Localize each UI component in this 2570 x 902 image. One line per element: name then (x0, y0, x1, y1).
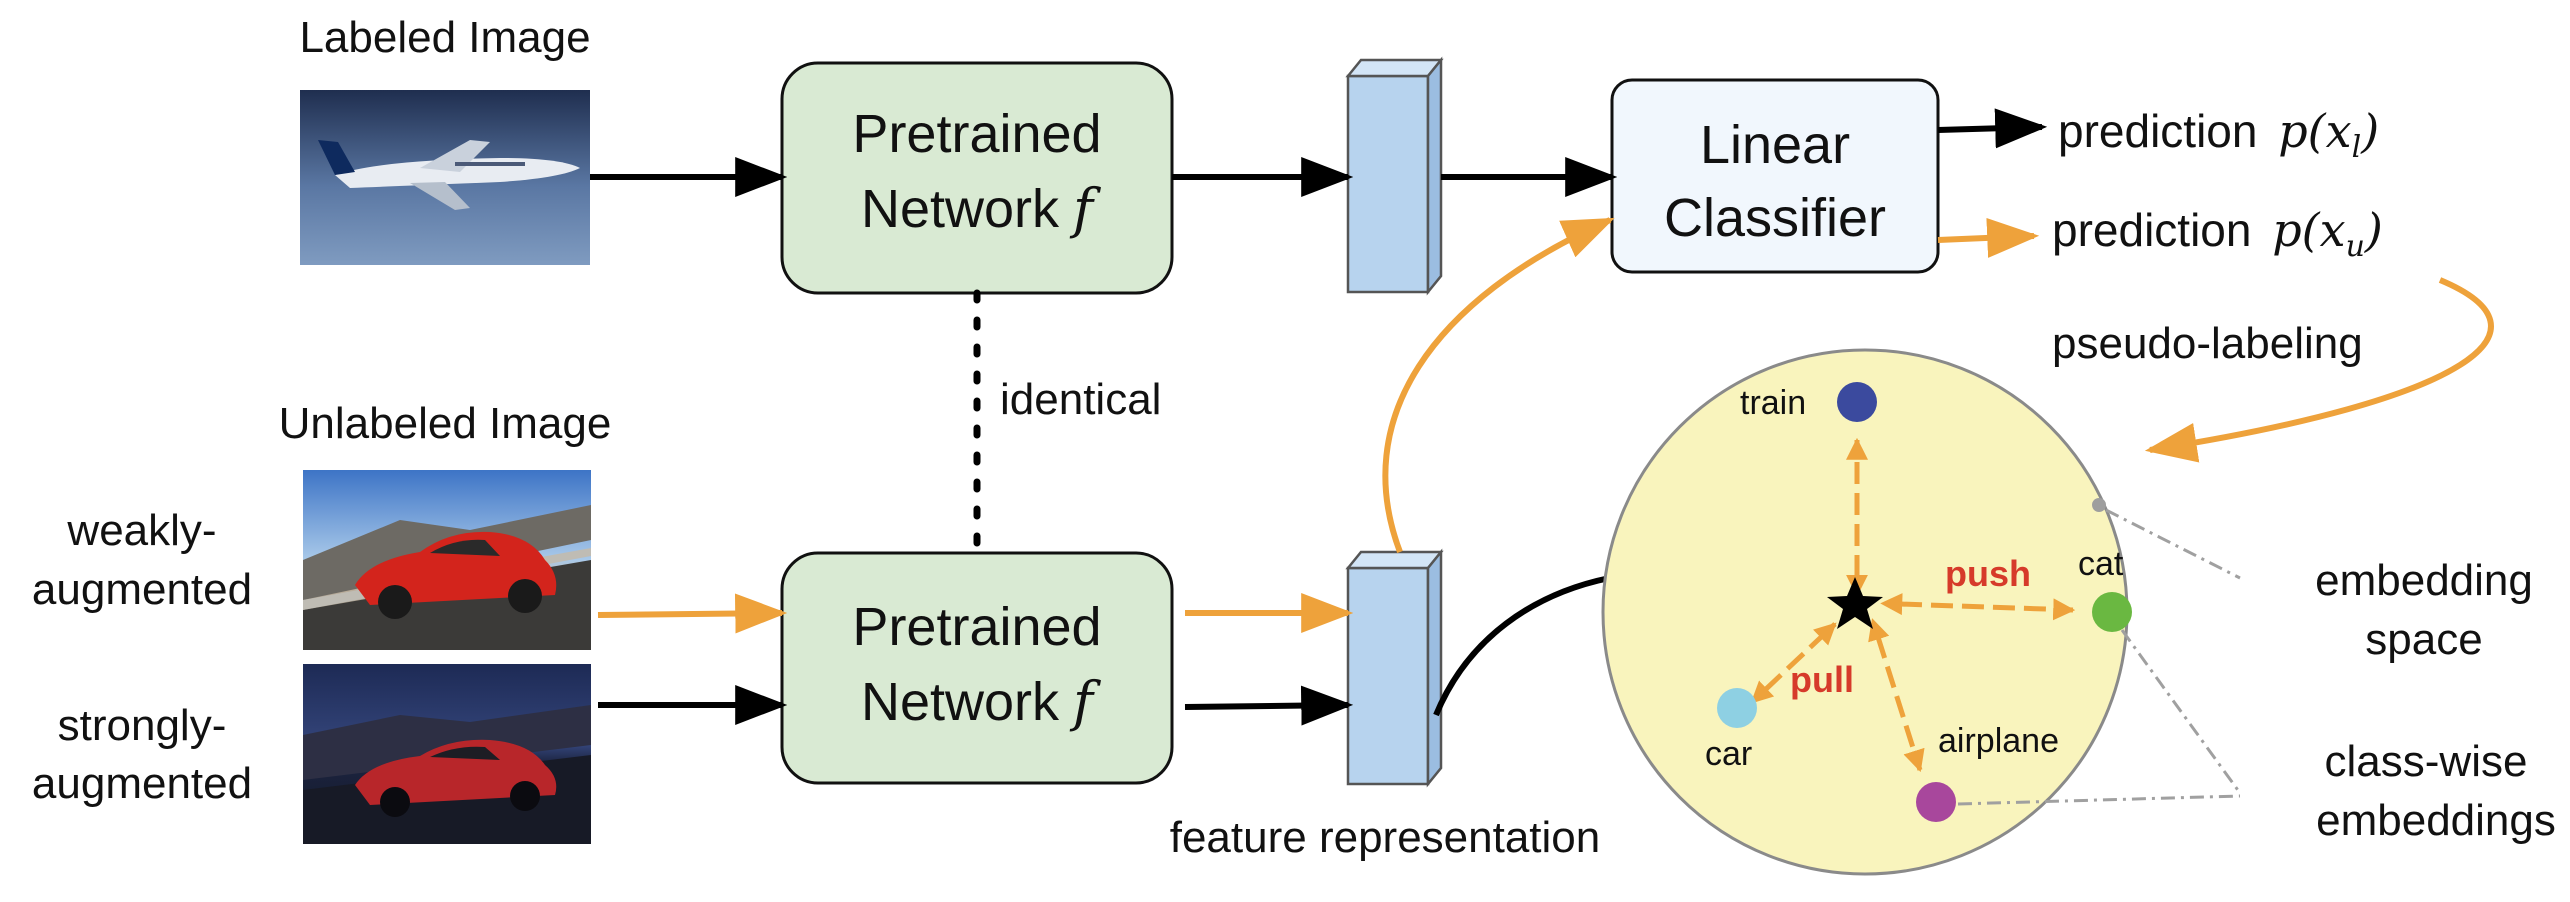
pseudo-labeling-label: pseudo-labeling (2052, 319, 2363, 368)
query-star-icon (1827, 577, 1883, 629)
arrow-weak-image-to-network (597, 593, 788, 634)
airplane-push-arrow (1868, 618, 1925, 773)
embedding-space-label-line2: space (2365, 615, 2482, 664)
orange-arrows (597, 217, 2494, 634)
feature-representation-label: feature representation (1170, 813, 1601, 862)
network-top-line1: Pretrained (852, 104, 1101, 164)
cat-label: cat (2078, 545, 2124, 583)
pull-label: pull (1790, 659, 1854, 700)
train-dot (1837, 382, 1877, 422)
train-label: train (1740, 384, 1806, 422)
embedding-space: train cat car airplane push pull (1601, 348, 2132, 876)
weakly-augmented-label-line1: weakly- (66, 506, 216, 555)
feature-block-top (1345, 56, 1444, 296)
classwise-embeddings-label-line2: embeddings (2316, 796, 2556, 845)
strongly-augmented-label-line1: strongly- (58, 701, 227, 750)
arrow-classifier-to-prediction-unlabeled (1937, 217, 2040, 258)
arrow-network-bottom-to-feature (1184, 685, 1354, 726)
embedding-space-label-line1: embedding (2315, 556, 2533, 605)
embedding-point (2092, 498, 2106, 512)
arrow-feature-to-classifier-orange (1382, 217, 1615, 554)
airplane-label: airplane (1938, 722, 2059, 760)
linear-classifier: Linear Classifier (1610, 78, 1940, 274)
prediction-unlabeled: prediction p(xu) (2052, 203, 2383, 264)
push-label: push (1945, 553, 2031, 594)
car-label: car (1705, 735, 1752, 773)
classwise-leader-airplane (1957, 794, 2241, 806)
classifier-line1: Linear (1700, 115, 1850, 175)
unlabeled-image-label: Unlabeled Image (279, 399, 612, 448)
car-dot (1717, 688, 1757, 728)
classwise-leader-cat (2120, 629, 2242, 794)
cat-dot (2092, 592, 2132, 632)
airplane-dot (1916, 782, 1956, 822)
feature-block-bottom (1345, 548, 1444, 788)
prediction-labeled: prediction p(xl) (2058, 104, 2379, 165)
strongly-augmented-label-line2: augmented (32, 759, 252, 808)
arrow-pseudo-labeling (2144, 277, 2494, 463)
identical-label: identical (1000, 375, 1161, 424)
network-bottom-line1: Pretrained (852, 597, 1101, 657)
embedding-space-leader (2105, 508, 2241, 580)
classifier-line2: Classifier (1664, 188, 1886, 248)
labeled-image-label: Labeled Image (299, 13, 590, 62)
strongly-augmented-car-image (303, 664, 591, 844)
push-arrow (1880, 593, 2076, 621)
classwise-embeddings-label-line1: class-wise (2325, 737, 2528, 786)
labeled-airplane-image (300, 90, 590, 265)
weakly-augmented-car-image (303, 470, 591, 650)
weakly-augmented-label-line2: augmented (32, 565, 252, 614)
arrow-classifier-to-prediction-labeled (1937, 108, 2048, 149)
car-pull-arrow (1750, 622, 1837, 704)
